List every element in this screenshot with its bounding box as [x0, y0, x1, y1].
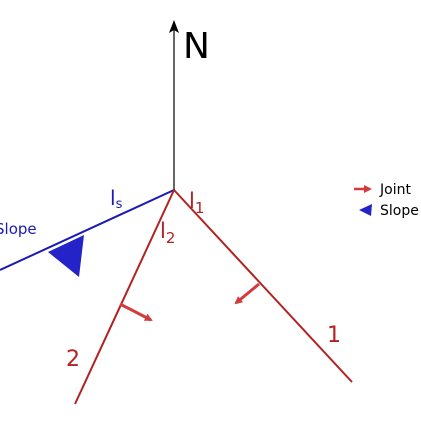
joint2-line [74, 189, 175, 405]
slope-triangle-icon [48, 235, 84, 277]
slope-line-subscript: s [116, 197, 123, 212]
joint1-intersection-subscript: 1 [195, 199, 205, 217]
legend: Joint Slope [354, 182, 419, 219]
joint2-intersection-label: l2 [160, 219, 175, 247]
joint1-dip-arrow [234, 282, 260, 305]
joint2-dip-arrow [119, 302, 153, 322]
joint1-line [173, 189, 353, 383]
joint2-intersection-subscript: 2 [166, 229, 176, 247]
joint1-intersection-label: l1 [189, 189, 204, 217]
north-arrowhead-icon [169, 20, 179, 33]
joint1-number: 1 [327, 323, 341, 348]
slope-label: Slope [0, 220, 37, 238]
legend-joint-label: Joint [379, 182, 411, 198]
slope-line-label: ls [110, 186, 123, 212]
north-label: N [183, 26, 210, 67]
legend-slope-label: Slope [380, 203, 419, 219]
slope-line [0, 189, 175, 271]
joint2-number: 2 [66, 347, 80, 372]
blue-triangle-icon [359, 204, 372, 216]
legend-item-slope: Slope [359, 203, 419, 219]
legend-item-joint: Joint [354, 182, 411, 198]
